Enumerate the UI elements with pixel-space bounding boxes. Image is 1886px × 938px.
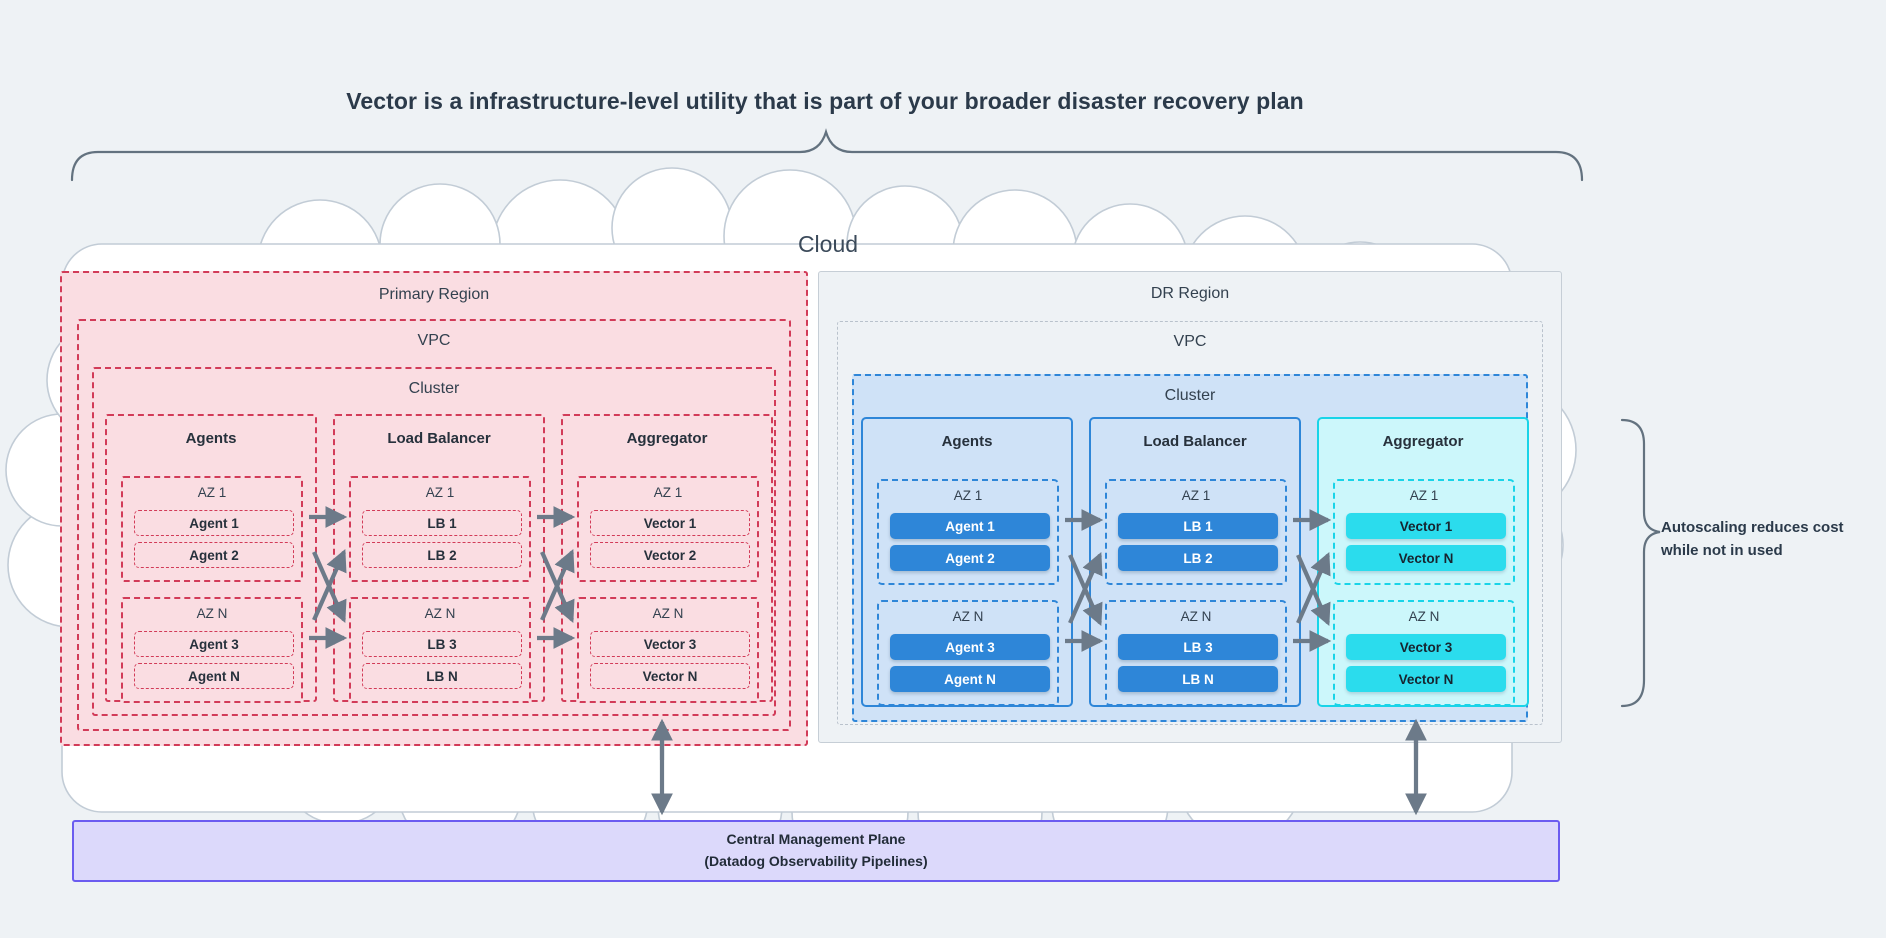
az-label: AZ N	[652, 606, 684, 621]
dr-column-aggregator: Aggregator AZ 1 Vector 1 Vector N AZ N V…	[1317, 417, 1529, 707]
node-agent-3[interactable]: Agent 3	[134, 631, 294, 657]
node-lb-3[interactable]: LB 3	[1118, 634, 1278, 660]
node-agent-1[interactable]: Agent 1	[890, 513, 1050, 539]
region-dr-title: DR Region	[1150, 285, 1230, 302]
az-label: AZ 1	[1409, 488, 1439, 503]
primary-column-load-balancer: Load Balancer AZ 1 LB 1 LB 2 AZ N LB 3 L…	[333, 414, 545, 703]
node-agent-1[interactable]: Agent 1	[134, 510, 294, 536]
node-vector-n[interactable]: Vector N	[1346, 545, 1506, 571]
node-lb-1[interactable]: LB 1	[362, 510, 522, 536]
dr-column-agents: Agents AZ 1 Agent 1 Agent 2 AZ N Agent 3…	[861, 417, 1073, 707]
node-lb-n[interactable]: LB N	[1118, 666, 1278, 692]
az-label: AZ 1	[425, 485, 455, 500]
dr-vpc-title: VPC	[1173, 333, 1207, 350]
az-label: AZ N	[196, 606, 228, 621]
dr-cluster-title: Cluster	[1164, 387, 1216, 404]
node-lb-n[interactable]: LB N	[362, 663, 522, 689]
primary-aggregator-az1: AZ 1 Vector 1 Vector 2	[577, 476, 759, 582]
primary-cluster-title: Cluster	[408, 380, 460, 397]
node-vector-1[interactable]: Vector 1	[1346, 513, 1506, 539]
page-title: Vector is a infrastructure-level utility…	[346, 88, 1304, 114]
az-label: AZ 1	[653, 485, 683, 500]
primary-column-agents: Agents AZ 1 Agent 1 Agent 2 AZ N Agent 3…	[105, 414, 317, 703]
node-agent-n[interactable]: Agent N	[890, 666, 1050, 692]
node-vector-2[interactable]: Vector 2	[590, 542, 750, 568]
az-label: AZ N	[424, 606, 456, 621]
primary-vpc-title: VPC	[417, 332, 451, 349]
az-label: AZ N	[952, 609, 984, 624]
node-agent-2[interactable]: Agent 2	[890, 545, 1050, 571]
az-label: AZ 1	[953, 488, 983, 503]
node-vector-3[interactable]: Vector 3	[590, 631, 750, 657]
node-agent-n[interactable]: Agent N	[134, 663, 294, 689]
node-vector-3[interactable]: Vector 3	[1346, 634, 1506, 660]
primary-lb-title: Load Balancer	[387, 430, 491, 447]
dr-lb-azn: AZ N LB 3 LB N	[1105, 600, 1287, 706]
primary-aggregator-azn: AZ N Vector 3 Vector N	[577, 597, 759, 703]
dr-aggregator-azn: AZ N Vector 3 Vector N	[1333, 600, 1515, 706]
node-lb-2[interactable]: LB 2	[362, 542, 522, 568]
node-lb-1[interactable]: LB 1	[1118, 513, 1278, 539]
node-lb-3[interactable]: LB 3	[362, 631, 522, 657]
primary-lb-azn: AZ N LB 3 LB N	[349, 597, 531, 703]
az-label: AZ 1	[1181, 488, 1211, 503]
dr-agents-title: Agents	[941, 433, 993, 450]
node-agent-3[interactable]: Agent 3	[890, 634, 1050, 660]
dr-aggregator-title: Aggregator	[1382, 433, 1464, 450]
az-label: AZ N	[1408, 609, 1440, 624]
primary-agents-az1: AZ 1 Agent 1 Agent 2	[121, 476, 303, 582]
central-management-plane[interactable]: Central Management Plane (Datadog Observ…	[72, 820, 1560, 882]
dr-agents-azn: AZ N Agent 3 Agent N	[877, 600, 1059, 706]
node-agent-2[interactable]: Agent 2	[134, 542, 294, 568]
primary-lb-az1: AZ 1 LB 1 LB 2	[349, 476, 531, 582]
node-vector-n[interactable]: Vector N	[590, 663, 750, 689]
primary-agents-title: Agents	[185, 430, 237, 447]
dr-agents-az1: AZ 1 Agent 1 Agent 2	[877, 479, 1059, 585]
dr-lb-az1: AZ 1 LB 1 LB 2	[1105, 479, 1287, 585]
dr-lb-title: Load Balancer	[1143, 433, 1247, 450]
cloud-label: Cloud	[797, 231, 859, 257]
primary-column-aggregator: Aggregator AZ 1 Vector 1 Vector 2 AZ N V…	[561, 414, 773, 703]
mgmt-line-2: (Datadog Observability Pipelines)	[704, 853, 928, 869]
dr-aggregator-az1: AZ 1 Vector 1 Vector N	[1333, 479, 1515, 585]
primary-agents-azn: AZ N Agent 3 Agent N	[121, 597, 303, 703]
node-vector-1[interactable]: Vector 1	[590, 510, 750, 536]
mgmt-line-1: Central Management Plane	[726, 831, 906, 848]
az-label: AZ N	[1180, 609, 1212, 624]
az-label: AZ 1	[197, 485, 227, 500]
dr-column-load-balancer: Load Balancer AZ 1 LB 1 LB 2 AZ N LB 3 L…	[1089, 417, 1301, 707]
primary-aggregator-title: Aggregator	[626, 430, 708, 447]
node-vector-n[interactable]: Vector N	[1346, 666, 1506, 692]
node-lb-2[interactable]: LB 2	[1118, 545, 1278, 571]
autoscaling-annotation: Autoscaling reduces cost while not in us…	[1661, 519, 1844, 560]
region-primary-title: Primary Region	[378, 286, 490, 303]
